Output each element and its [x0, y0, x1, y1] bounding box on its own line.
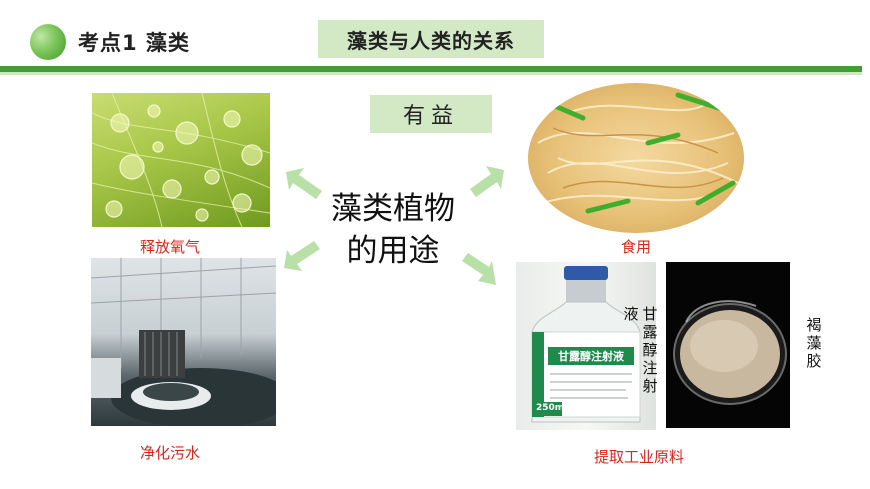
mannitol-label-a: 液: [623, 305, 639, 323]
bottle-art: [531, 266, 641, 423]
water-treatment-photo: [91, 258, 276, 426]
caption-water: 净化污水: [140, 444, 201, 462]
seaweed-food-photo: [528, 83, 744, 233]
arrow-down-left-icon: [284, 241, 320, 271]
page-title: 藻类与人类的关系: [318, 20, 544, 58]
header-bullet-icon: [30, 24, 66, 60]
algae-photo: [92, 93, 270, 227]
caption-oxygen: 释放氧气: [140, 238, 201, 256]
greenhouse-art: [91, 258, 276, 426]
center-heading-line1: 藻类植物: [331, 191, 455, 227]
center-heading-line2: 的用途: [346, 233, 440, 269]
caption-food: 食用: [621, 238, 652, 256]
caption-industry: 提取工业原料: [594, 448, 685, 466]
mannitol-bottle-photo: 甘露醇注射液 250ml: [516, 262, 656, 430]
noodle-art: [537, 92, 739, 214]
section-label: 考点1 藻类: [78, 31, 190, 55]
arrow-up-left-icon: [286, 168, 322, 199]
bottle-volume-text: 250ml: [536, 403, 568, 413]
alginate-powder-photo: [666, 262, 790, 428]
algae-bubbles-art: [92, 93, 270, 227]
header-divider-light: [0, 72, 862, 75]
arrow-down-right-icon: [462, 253, 496, 285]
center-heading: 藻类植物 的用途: [318, 188, 468, 272]
header-divider: [0, 66, 862, 72]
powder-dish-art: [673, 300, 787, 405]
arrow-up-right-icon: [470, 166, 504, 197]
alginate-label: 褐藻胶: [806, 316, 822, 370]
benefit-label: 有益: [370, 95, 492, 133]
mannitol-label-b: 甘露醇注射: [642, 305, 658, 395]
bottle-label-text: 甘露醇注射液: [558, 350, 624, 363]
